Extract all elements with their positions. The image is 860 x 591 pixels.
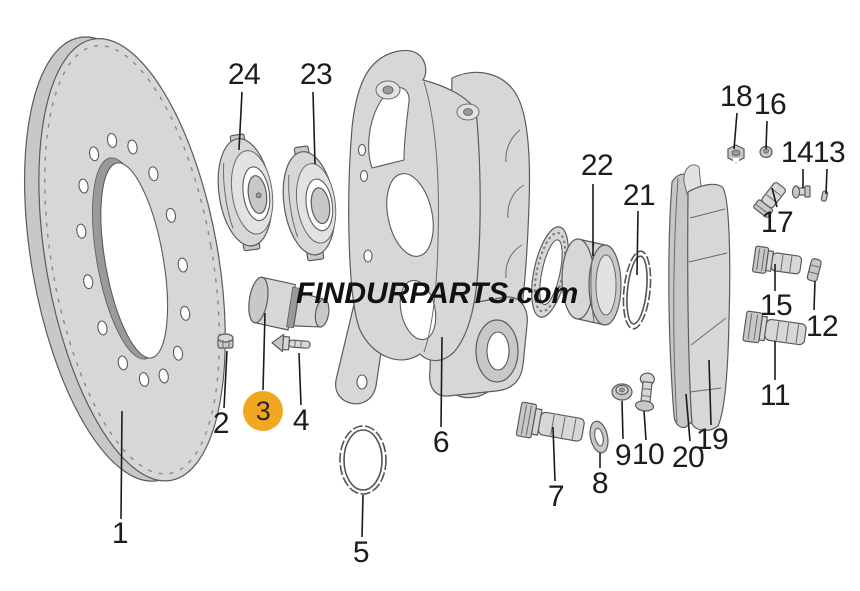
leader-line-18	[733, 112, 738, 150]
leader-line-10	[643, 410, 647, 441]
callout-16[interactable]: 16	[753, 88, 787, 121]
callout-15[interactable]: 15	[759, 289, 793, 322]
bolt-7-graphic	[515, 401, 585, 442]
leader-line-5	[361, 494, 364, 538]
leader-line-3	[262, 312, 266, 391]
callout-18[interactable]: 18	[719, 80, 753, 113]
callout-22[interactable]: 22	[580, 149, 614, 182]
leader-line-6	[440, 336, 443, 428]
bolt-11-graphic	[742, 310, 807, 346]
callout-8[interactable]: 8	[591, 467, 609, 500]
callout-19[interactable]: 19	[695, 423, 729, 456]
nut-18-graphic	[727, 144, 745, 163]
watermark: FINDURPARTS.com	[296, 277, 579, 310]
pin-4-graphic	[271, 333, 311, 353]
leader-line-20	[685, 393, 691, 442]
leader-line-4	[298, 352, 302, 406]
callout-2[interactable]: 2	[212, 407, 230, 440]
callout-7[interactable]: 7	[547, 480, 565, 513]
piston-22-graphic	[561, 238, 622, 326]
callout-12[interactable]: 12	[805, 310, 839, 343]
callout-6[interactable]: 6	[432, 426, 450, 459]
leader-line-12	[813, 280, 816, 311]
callout-9[interactable]: 9	[614, 439, 632, 472]
leader-line-7	[552, 426, 556, 482]
callout-3[interactable]: 3	[243, 391, 283, 431]
adjuster-assembly-23-graphic	[282, 145, 337, 262]
bolt-14-graphic	[791, 185, 811, 199]
clip-12-graphic	[806, 258, 822, 282]
leader-line-21	[636, 210, 639, 276]
brake-disc-graphic	[23, 36, 226, 482]
bolt-10-graphic	[634, 372, 655, 412]
callout-11[interactable]: 11	[759, 379, 791, 412]
leader-line-9	[621, 400, 624, 440]
callout-1[interactable]: 1	[111, 517, 129, 550]
leader-line-2	[223, 350, 228, 409]
bolt-15-graphic	[752, 245, 803, 275]
o-ring-5-graphic	[339, 425, 387, 495]
caliper-graphic	[335, 49, 531, 405]
callout-20[interactable]: 20	[671, 441, 705, 474]
leader-line-17	[771, 187, 778, 208]
leader-line-19	[708, 359, 712, 426]
callout-23[interactable]: 23	[299, 58, 333, 91]
leader-line-13	[825, 168, 828, 195]
callout-14[interactable]: 14	[780, 136, 814, 169]
callout-24[interactable]: 24	[227, 58, 261, 91]
adjuster-assembly-24-graphic	[217, 133, 274, 252]
callout-4[interactable]: 4	[292, 404, 310, 437]
washer-8-graphic	[589, 420, 609, 454]
leader-line-24	[238, 91, 243, 151]
brake-pad-19-graphic	[683, 164, 731, 431]
leader-line-23	[312, 91, 316, 165]
callout-5[interactable]: 5	[352, 536, 370, 569]
nut-9-graphic	[611, 383, 633, 401]
callout-21[interactable]: 21	[622, 179, 656, 212]
leader-line-16	[765, 120, 768, 150]
callout-10[interactable]: 10	[631, 438, 665, 471]
callout-17[interactable]: 17	[760, 206, 794, 239]
piston-boot-graphic	[531, 226, 569, 318]
nut-16-graphic	[759, 145, 773, 159]
seal-ring-21-graphic	[622, 250, 652, 330]
nut-2-graphic	[217, 333, 234, 349]
leader-line-1	[120, 410, 123, 520]
callout-13[interactable]: 13	[812, 136, 846, 169]
